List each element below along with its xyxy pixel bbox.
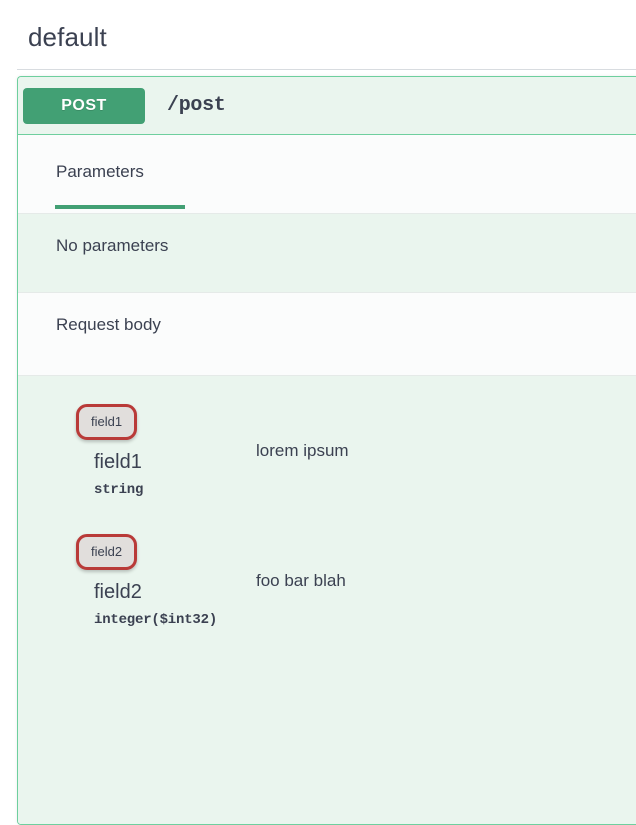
parameters-table: field1 field1 string lorem ipsum xyxy=(18,404,636,628)
parameter-type-field2: integer($int32) xyxy=(94,612,218,628)
parameter-type-field1: string xyxy=(94,482,144,498)
tag-section: default xyxy=(0,0,636,70)
parameter-name-cell: field2 field2 integer($int32) xyxy=(18,534,256,628)
no-parameters-row: No parameters xyxy=(18,213,636,293)
table-row: field1 field1 string lorem ipsum xyxy=(18,404,636,498)
tab-active-underline xyxy=(55,205,185,209)
parameter-chip-field2[interactable]: field2 xyxy=(76,534,138,570)
tab-bar: Parameters xyxy=(18,135,636,213)
operation-path: /post xyxy=(167,94,226,117)
parameter-description-field2: foo bar blah xyxy=(256,571,346,590)
operation-summary-header[interactable]: POST /post xyxy=(18,77,636,135)
parameter-description-cell: lorem ipsum xyxy=(256,404,636,498)
row-spacer-cell-right xyxy=(256,498,636,534)
title-divider xyxy=(17,69,636,70)
tab-parameters[interactable]: Parameters xyxy=(56,162,144,181)
operation-body: Parameters No parameters Request body fi… xyxy=(18,135,636,824)
row-spacer xyxy=(18,498,636,534)
parameter-description-cell: foo bar blah xyxy=(256,534,636,628)
parameter-name-field1: field1 xyxy=(94,451,142,473)
request-body-row: Request body xyxy=(18,293,636,375)
parameter-name-field2: field2 xyxy=(94,581,142,603)
parameter-description-field1: lorem ipsum xyxy=(256,441,349,460)
request-body-parameters-area: field1 field1 string lorem ipsum xyxy=(18,375,636,824)
parameter-name-cell: field1 field1 string xyxy=(18,404,256,498)
table-row: field2 field2 integer($int32) foo bar bl… xyxy=(18,534,636,628)
page-title[interactable]: default xyxy=(28,22,107,52)
parameter-chip-field1[interactable]: field1 xyxy=(76,404,138,440)
operation-block: POST /post Parameters No parameters Requ… xyxy=(17,76,636,825)
row-spacer-cell-left xyxy=(18,498,256,534)
http-method-badge-post: POST xyxy=(23,87,145,124)
